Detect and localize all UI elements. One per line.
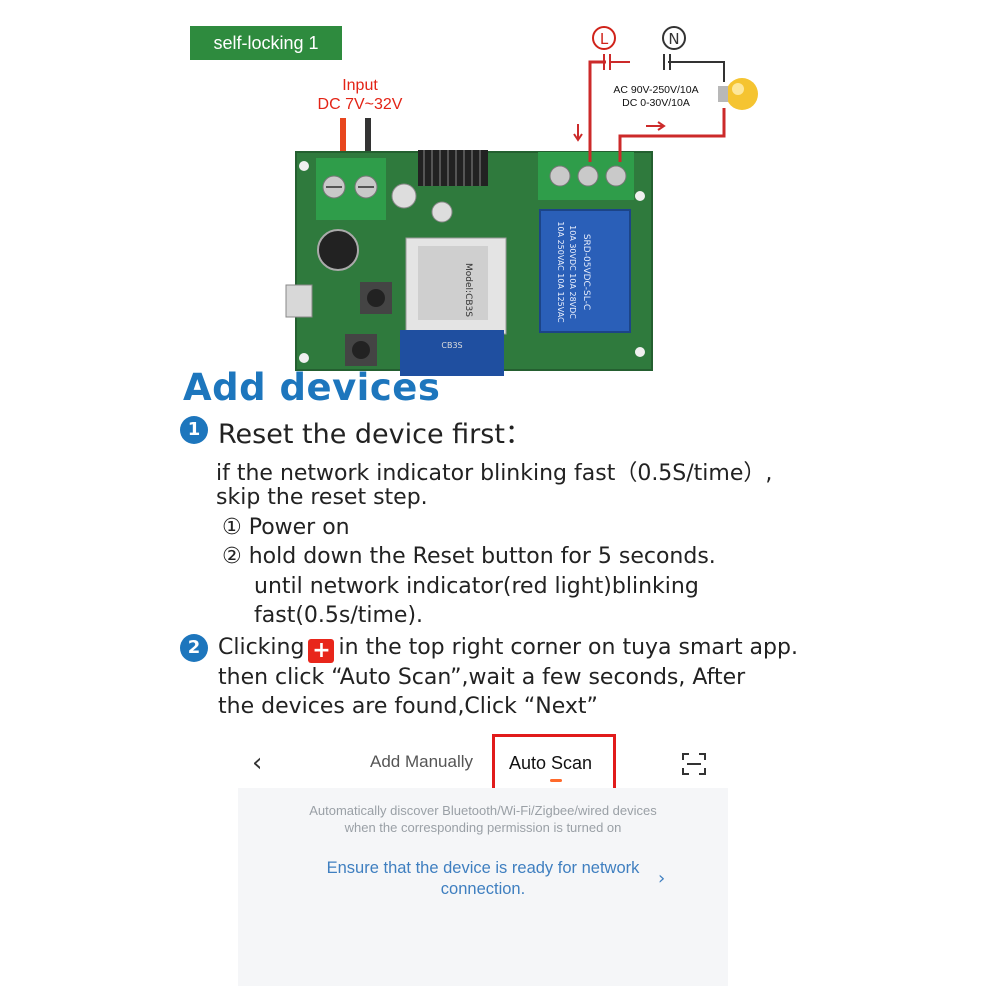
step-1-line: ① Power on <box>222 515 350 540</box>
plus-icon: + <box>308 639 335 663</box>
step-2-text: Clicking <box>218 635 305 660</box>
step-2-line-3: the devices are found,Click “Next” <box>218 694 598 719</box>
step-1-line: until network indicator(red light)blinki… <box>254 574 699 599</box>
relay-model: SRD-05VDC-SL-C <box>581 234 591 310</box>
neutral-symbol: N <box>668 30 679 48</box>
app-header: ‹ Add Manually Auto Scan <box>238 734 728 792</box>
step-2-line-2: then click “Auto Scan”,wait a few second… <box>218 665 746 690</box>
module-model-text: Model:CB3S <box>463 263 473 317</box>
output-rating-label: AC 90V-250V/10A DC 0-30V/10A <box>613 84 699 109</box>
step-1-heading: Reset the device first： <box>218 419 532 450</box>
back-icon[interactable]: ‹ <box>252 748 263 778</box>
step-1-line: skip the reset step. <box>216 485 428 510</box>
step-1-line: ② hold down the Reset button for 5 secon… <box>222 544 716 569</box>
self-locking-badge: self-locking 1 <box>190 26 342 60</box>
tab-auto-scan[interactable]: Auto Scan <box>492 734 616 792</box>
bulb-icon <box>718 78 758 110</box>
relay-rating-1: 10A 250VAC 10A 125VAC <box>556 221 565 323</box>
ensure-ready-link[interactable]: Ensure that the device is ready for netw… <box>326 859 640 898</box>
active-tab-indicator <box>550 779 562 782</box>
tab-auto-scan-label: Auto Scan <box>509 753 593 773</box>
page-title: Add devices <box>183 366 441 409</box>
scan-icon[interactable] <box>681 752 707 776</box>
tab-add-manually[interactable]: Add Manually <box>370 752 474 771</box>
scan-hint: Automatically discover Bluetooth/Wi-Fi/Z… <box>309 803 657 835</box>
input-voltage-label: Input DC 7V~32V <box>317 77 403 113</box>
relay-rating-2: 10A 30VDC 10A 28VDC <box>568 225 577 319</box>
step-1-line: fast(0.5s/time). <box>254 603 424 628</box>
module-label: CB3S <box>441 341 462 350</box>
tuya-app-screenshot: ‹ Add Manually Auto Scan Automatically d… <box>238 734 728 986</box>
step-2-number: 2 <box>180 634 208 662</box>
step-2-text: in the top right corner on tuya smart ap… <box>338 635 798 660</box>
relay-board-diagram: CB3S Model:CB3S 10A 250VAC 10A 125VAC 10… <box>285 26 758 376</box>
step-1-line: if the network indicator blinking fast（0… <box>216 461 773 486</box>
live-symbol: L <box>600 30 609 48</box>
auto-scan-panel: Automatically discover Bluetooth/Wi-Fi/Z… <box>238 788 728 986</box>
chevron-right-icon[interactable]: › <box>658 868 666 889</box>
step-1-number: 1 <box>180 416 208 444</box>
step-2-line-1: Clicking+in the top right corner on tuya… <box>218 635 798 663</box>
